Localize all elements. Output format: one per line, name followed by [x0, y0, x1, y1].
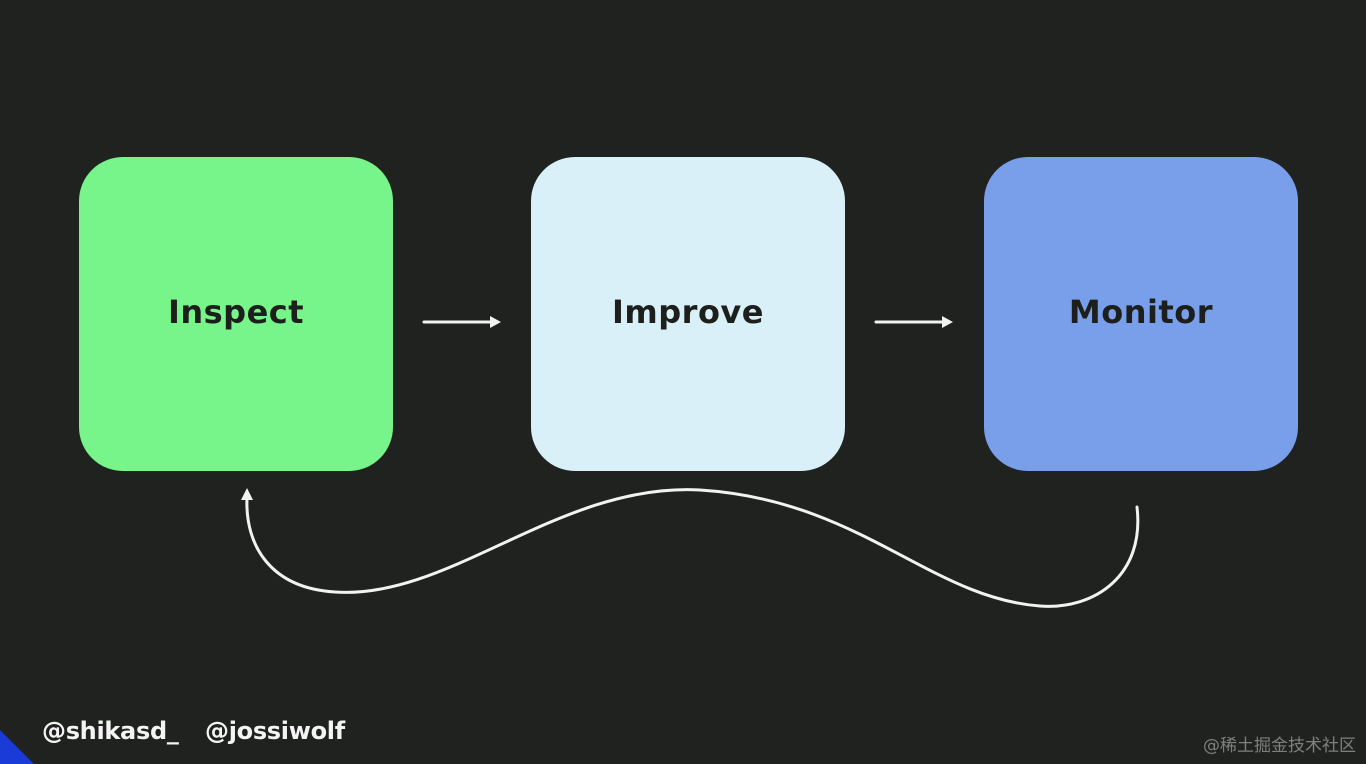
corner-accent-shape — [0, 730, 34, 764]
arrow-feedback-loop — [241, 488, 1140, 608]
step-box-inspect: Inspect — [79, 157, 393, 471]
step-box-monitor: Monitor — [984, 157, 1298, 471]
watermark: @稀土掘金技术社区 — [1203, 736, 1356, 756]
author-handle-shikasd: @shikasd_ — [42, 717, 179, 745]
step-box-improve: Improve — [531, 157, 845, 471]
step-label-improve: Improve — [612, 293, 764, 331]
arrow-inspect-to-improve — [422, 316, 501, 328]
step-label-inspect: Inspect — [167, 293, 305, 331]
step-label-monitor: Monitor — [1068, 293, 1214, 331]
author-handle-jossiwolf: @jossiwolf — [205, 717, 345, 745]
arrow-improve-to-monitor — [874, 316, 953, 328]
